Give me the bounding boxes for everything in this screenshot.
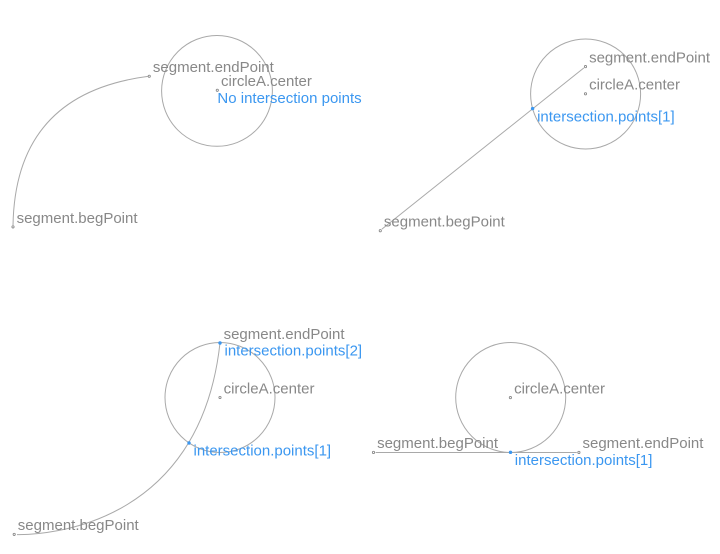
svg-text:intersection.points[2]: intersection.points[2] xyxy=(225,343,363,360)
svg-text:segment.begPoint: segment.begPoint xyxy=(18,517,140,534)
svg-text:segment.begPoint: segment.begPoint xyxy=(384,214,506,231)
svg-text:intersection.points[1]: intersection.points[1] xyxy=(515,452,653,469)
svg-text:circleA.center: circleA.center xyxy=(224,380,315,397)
svg-text:segment.endPoint: segment.endPoint xyxy=(589,49,711,66)
svg-text:intersection.points[1]: intersection.points[1] xyxy=(194,443,332,460)
svg-text:segment.endPoint: segment.endPoint xyxy=(224,326,346,343)
svg-text:intersection.points[1]: intersection.points[1] xyxy=(537,108,675,125)
svg-text:segment.begPoint: segment.begPoint xyxy=(377,435,499,452)
svg-text:segment.endPoint: segment.endPoint xyxy=(583,435,705,452)
svg-text:circleA.center: circleA.center xyxy=(589,77,680,94)
svg-text:segment.endPoint: segment.endPoint xyxy=(153,59,275,76)
svg-text:segment.begPoint: segment.begPoint xyxy=(17,210,139,227)
svg-text:circleA.center: circleA.center xyxy=(221,73,312,90)
svg-text:circleA.center: circleA.center xyxy=(514,381,605,398)
svg-text:No intersection points: No intersection points xyxy=(217,90,361,107)
